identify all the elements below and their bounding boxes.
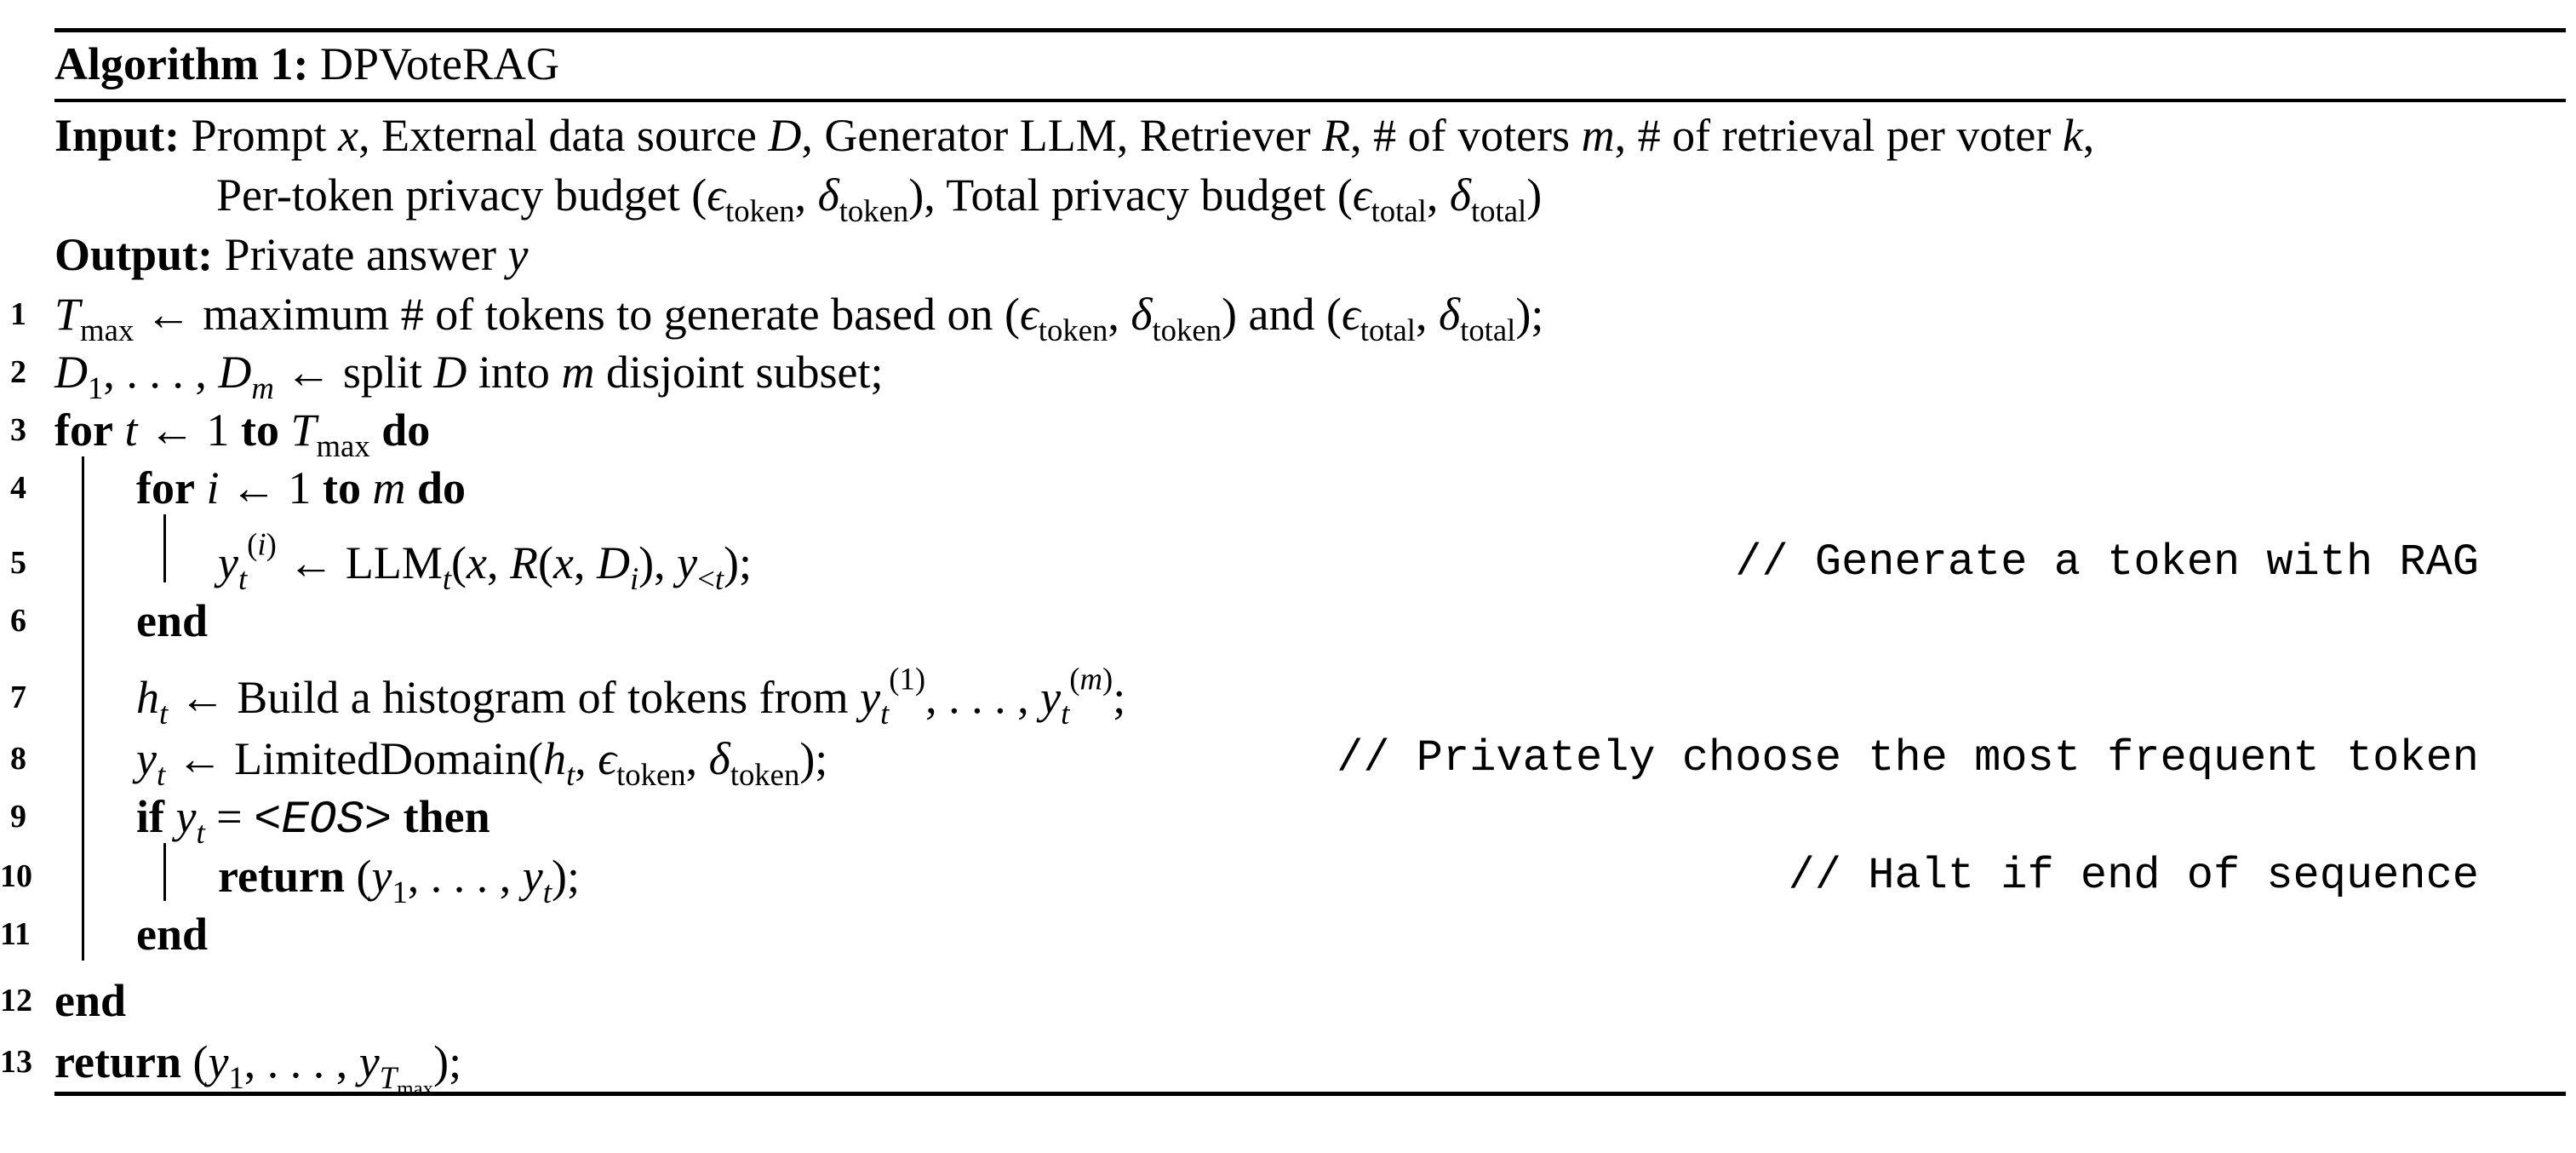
step-7: ht ← Build a histogram of tokens from yt…: [136, 661, 1126, 731]
step-2: D1, . . . , Dm ← split D into m disjoint…: [54, 347, 884, 405]
algorithm-name: DPVoteRAG: [319, 38, 560, 89]
step-6: end: [136, 595, 209, 646]
algorithm-label: Algorithm 1:: [54, 38, 309, 89]
if-block-bar: [163, 843, 166, 901]
line-number: 4: [10, 470, 26, 506]
step-1: Tmax ← maximum # of tokens to generate b…: [54, 289, 1544, 347]
step-8: yt ← LimitedDomain(ht, ϵtoken, δtoken);: [136, 733, 828, 792]
step-11: end: [136, 909, 209, 960]
step-5-comment: // Generate a token with RAG: [1735, 537, 2479, 588]
line-number: 1: [10, 296, 26, 332]
line-number: 7: [10, 680, 26, 715]
line-number: 5: [10, 545, 26, 581]
step-3: for t ← 1 to Tmax do: [54, 404, 431, 463]
bottom-rule: [54, 1092, 2566, 1096]
line-number: 13: [0, 1044, 32, 1080]
line-number: 9: [10, 799, 26, 835]
header-rule: [54, 99, 2566, 102]
line-number: 11: [0, 916, 31, 952]
step-10: return (y1, . . . , yt);: [218, 851, 580, 909]
step-4: for i ← 1 to m do: [136, 462, 466, 513]
step-8-comment: // Privately choose the most frequent to…: [1337, 733, 2479, 783]
output-label: Output:: [54, 229, 214, 280]
input-line-1: Input: Prompt x, External data source D,…: [54, 110, 2095, 161]
line-number: 2: [10, 354, 26, 390]
step-13: return (y1, . . . , yTmax);: [54, 1036, 462, 1101]
line-number: 12: [0, 983, 32, 1018]
inner-loop-block-bar: [163, 514, 166, 582]
line-number: 6: [10, 603, 26, 639]
for-loop-block-bar: [82, 456, 84, 961]
step-12: end: [54, 975, 127, 1026]
line-number: 10: [0, 858, 32, 894]
algorithm-header: Algorithm 1: DPVoteRAG: [54, 36, 559, 92]
line-number: 3: [10, 412, 26, 448]
input-label: Input:: [54, 110, 180, 161]
step-10-comment: // Halt if end of sequence: [1788, 851, 2479, 901]
input-line-2: Per-token privacy budget (ϵtoken, δtoken…: [216, 169, 1543, 228]
line-number: 8: [10, 741, 26, 777]
top-rule: [54, 28, 2566, 32]
step-9: if yt = <EOS> then: [136, 791, 490, 850]
output-line: Output: Private answer y: [54, 229, 529, 280]
step-5: yt(i) ← LLMt(x, R(x, Di), y<t);: [218, 526, 753, 596]
